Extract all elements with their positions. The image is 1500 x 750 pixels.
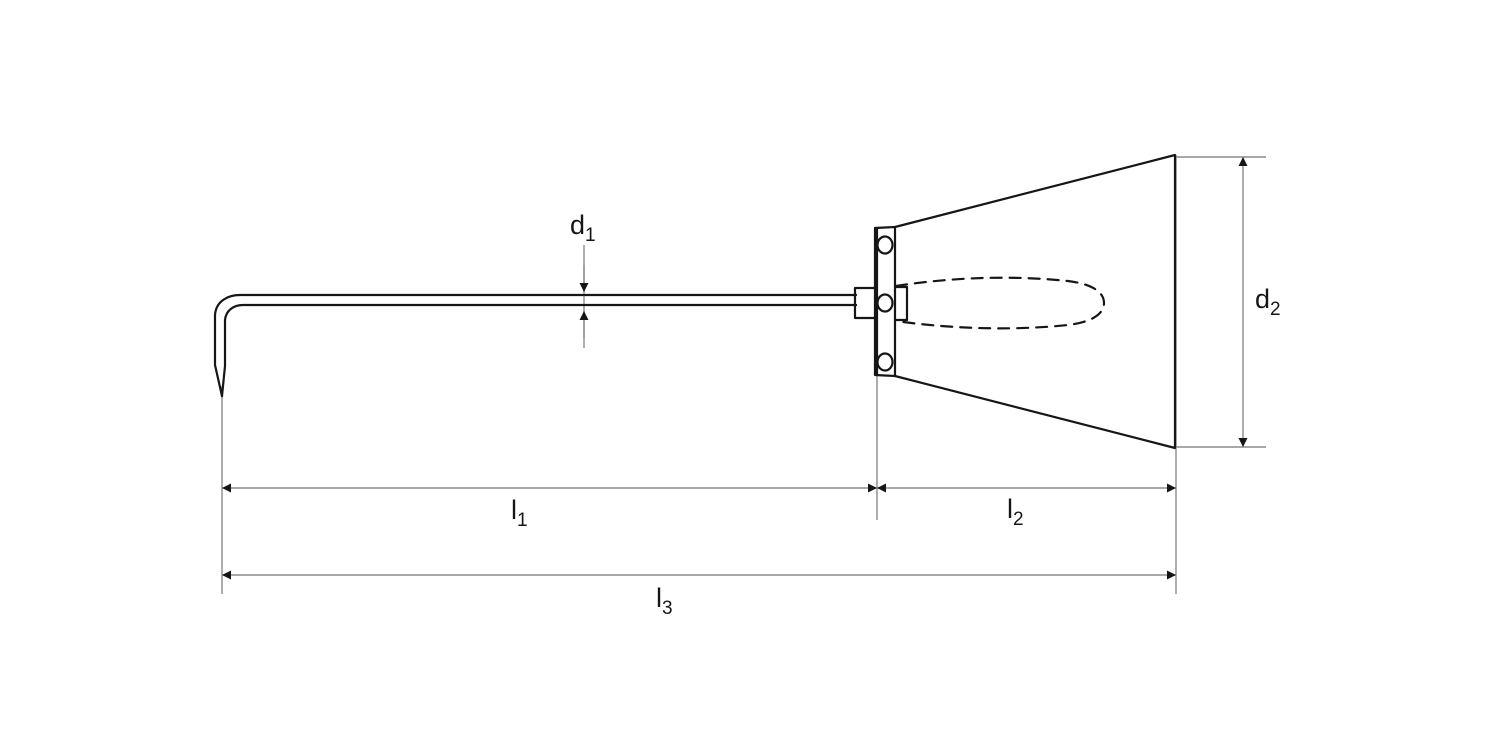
hook-inner-profile bbox=[220, 303, 858, 398]
flange-hole-bottom bbox=[876, 352, 894, 372]
extension-lines bbox=[221, 155, 1266, 594]
dimension-label-d1: d1 bbox=[570, 210, 596, 246]
dimension-label-d2: d2 bbox=[1255, 284, 1281, 320]
tool-geometry bbox=[213, 153, 1177, 450]
handle-body bbox=[893, 153, 1177, 450]
hook-outer-profile bbox=[213, 293, 858, 398]
tang-socket-stub bbox=[893, 285, 909, 322]
dimension-l3: l3 bbox=[222, 570, 1176, 619]
flange-hole-middle bbox=[876, 293, 894, 313]
dimension-d2: d2 bbox=[1238, 157, 1281, 447]
hidden-tang-outline bbox=[894, 276, 1106, 330]
dimension-l2: l2 bbox=[877, 483, 1176, 530]
dimension-label-l3: l3 bbox=[656, 583, 673, 619]
dimension-d1: d1 bbox=[570, 210, 596, 338]
dimension-l1: l1 bbox=[222, 483, 877, 531]
flange-hole-top bbox=[876, 235, 894, 255]
shaft-collar bbox=[853, 286, 878, 320]
dimension-label-l2: l2 bbox=[1007, 494, 1024, 530]
dimension-label-l1: l1 bbox=[511, 495, 528, 531]
